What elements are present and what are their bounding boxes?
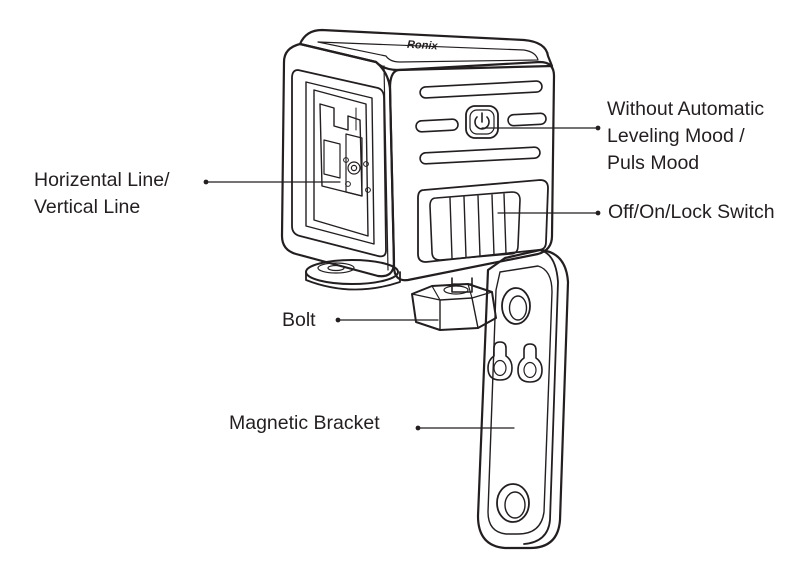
- laser-cube: [280, 28, 556, 282]
- slide-switch: [417, 179, 549, 263]
- leader-bracket-dot: [415, 425, 421, 431]
- label-leveling-line-1: Without Automatic: [607, 98, 765, 120]
- bracket-upper-hole: [501, 287, 531, 325]
- label-horizontal-line-1: Horizental Line/: [34, 169, 170, 191]
- label-switch: Off/On/Lock Switch: [608, 201, 775, 223]
- leader-horizontal-dot: [203, 179, 209, 185]
- leader-lines: [203, 125, 601, 431]
- label-horizontal-line-2: Vertical Line: [34, 196, 141, 218]
- vent-slots: [415, 80, 547, 165]
- bracket-keyhole-slots: [487, 341, 543, 383]
- leader-bolt-dot: [335, 317, 341, 323]
- label-bolt: Bolt: [282, 309, 316, 331]
- bolt-knob: [411, 277, 497, 331]
- bracket-lower-hole: [496, 483, 530, 523]
- brand-logo: Ronix: [407, 39, 439, 53]
- leader-leveling-dot: [595, 125, 601, 131]
- laser-window: [291, 69, 387, 258]
- label-leveling-line-3: Puls Mood: [607, 152, 700, 174]
- label-leveling-mode: Without Automatic Leveling Mood / Puls M…: [607, 96, 764, 177]
- power-button: [465, 105, 499, 139]
- label-horizontal-vertical-line: Horizental Line/ Vertical Line: [34, 167, 170, 221]
- label-magnetic-bracket: Magnetic Bracket: [229, 412, 380, 434]
- label-leveling-line-2: Leveling Mood /: [607, 125, 745, 147]
- magnetic-bracket: [476, 248, 570, 550]
- leader-switch-dot: [595, 210, 601, 216]
